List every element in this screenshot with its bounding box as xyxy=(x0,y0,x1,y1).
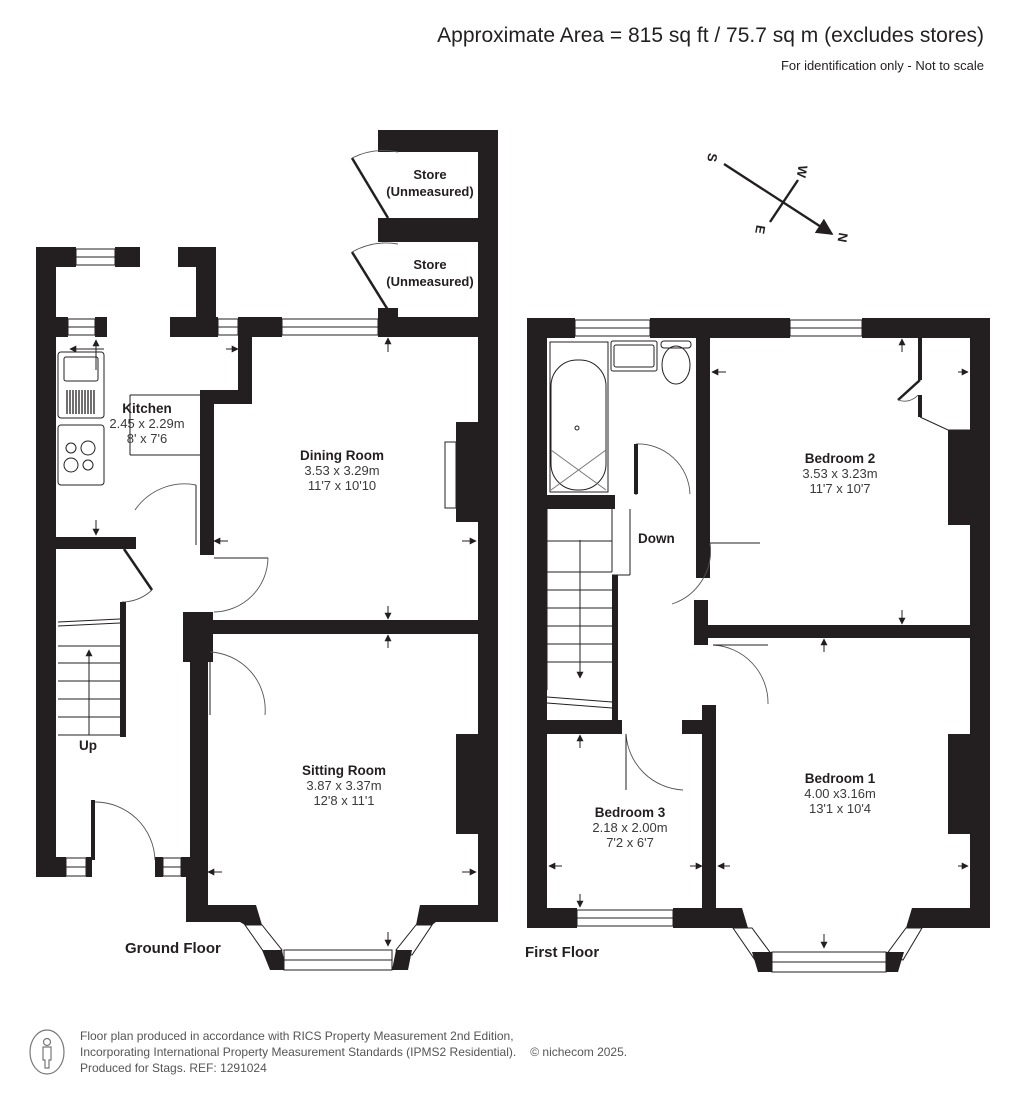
disclaimer-text: For identification only - Not to scale xyxy=(780,58,984,73)
copyright-text: © nichecom 2025. xyxy=(530,1045,628,1059)
person-icon xyxy=(29,1029,65,1075)
first-floor-plan xyxy=(527,318,990,973)
first-floor-label: First Floor xyxy=(525,944,600,961)
ground-floor-label: Ground Floor xyxy=(125,940,221,957)
room-bedroom-2: Bedroom 2 3.53 x 3.23m 11'7 x 10'7 xyxy=(802,451,878,496)
store-lower-label: Store (Unmeasured) xyxy=(386,257,474,289)
room-sitting-room: Sitting Room 3.87 x 3.37m 12'8 x 11'1 xyxy=(302,763,386,808)
ground-floor-plan xyxy=(36,130,498,971)
compass-east-label: E xyxy=(752,223,769,236)
room-bedroom-1: Bedroom 1 4.00 x3.16m 13'1 x 10'4 xyxy=(804,771,876,816)
approximate-area-heading: Approximate Area = 815 sq ft / 75.7 sq m… xyxy=(437,24,984,47)
compass-west-label: W xyxy=(793,164,811,179)
room-kitchen: Kitchen 2.45 x 2.29m 8' x 7'6 xyxy=(109,401,185,446)
room-dining-room: Dining Room 3.53 x 3.29m 11'7 x 10'10 xyxy=(300,448,384,493)
stairs-up-label: Up xyxy=(79,738,97,753)
room-bedroom-3: Bedroom 3 2.18 x 2.00m 7'2 x 6'7 xyxy=(592,805,668,850)
compass-icon xyxy=(723,162,834,236)
store-upper-label: Store (Unmeasured) xyxy=(386,167,474,199)
compass-south-label: S xyxy=(704,151,721,164)
footer-notes: Floor plan produced in accordance with R… xyxy=(80,1029,628,1075)
stairs-down-label: Down xyxy=(638,531,675,546)
